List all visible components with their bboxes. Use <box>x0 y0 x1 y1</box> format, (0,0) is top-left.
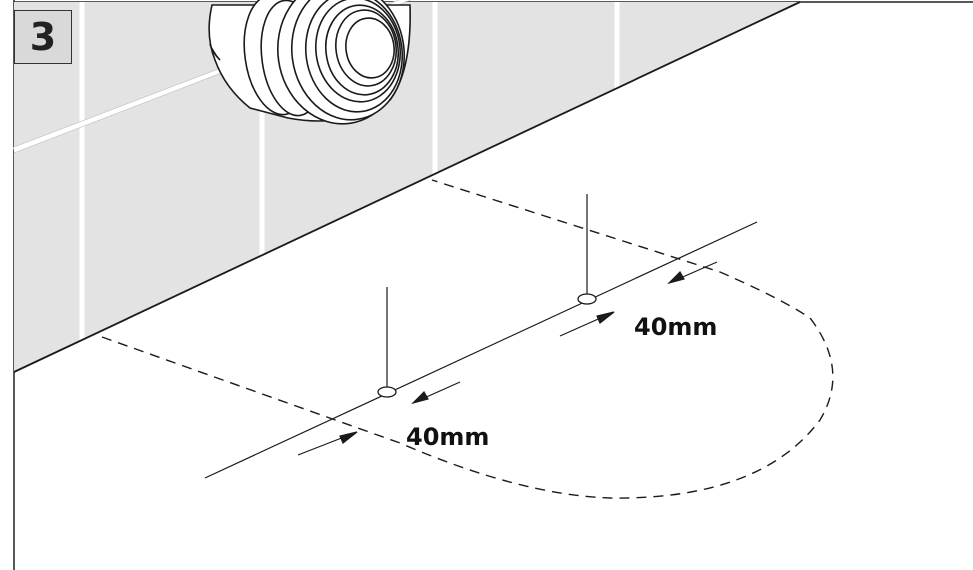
dimension-arrow-icon <box>410 391 429 405</box>
footprint-outline <box>101 179 834 499</box>
dimension-label-rear: 40mm <box>634 313 718 341</box>
dimension-label-front: 40mm <box>406 423 490 451</box>
step-number-badge: 3 <box>14 10 72 64</box>
drill-hole-icon <box>377 386 397 398</box>
dimension-arrow-icon <box>596 311 615 324</box>
drill-hole-icon <box>577 293 597 305</box>
dimension-arrow-icon <box>666 271 685 285</box>
centre-line <box>204 221 758 479</box>
dimension-arrow-icon <box>339 431 358 444</box>
dimension-front <box>297 381 461 456</box>
waste-pipe-icon <box>208 0 411 125</box>
dimension-rear <box>559 261 718 337</box>
